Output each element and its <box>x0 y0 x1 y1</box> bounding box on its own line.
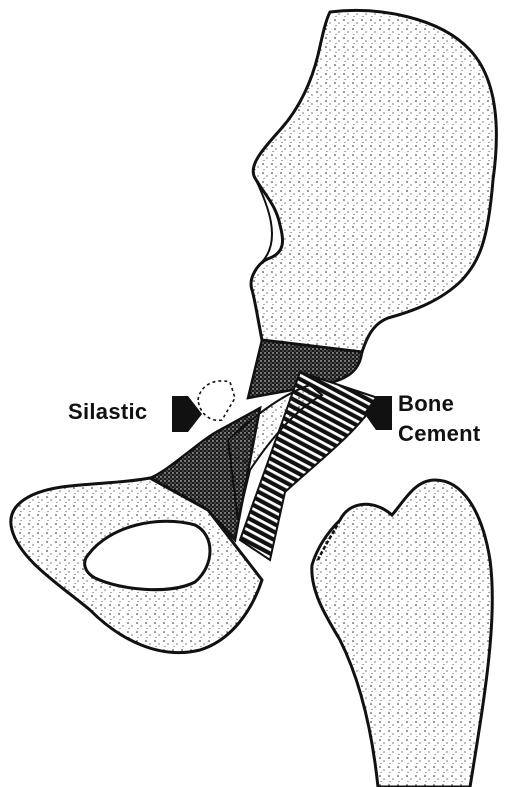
label-silastic: Silastic <box>68 400 147 424</box>
label-bone: Bone <box>398 392 454 416</box>
femur <box>312 480 493 787</box>
ilium-bone <box>251 11 496 352</box>
label-cement: Cement <box>398 422 481 446</box>
left-arrowhead-icon <box>172 396 202 432</box>
silastic-spacer <box>198 381 235 420</box>
